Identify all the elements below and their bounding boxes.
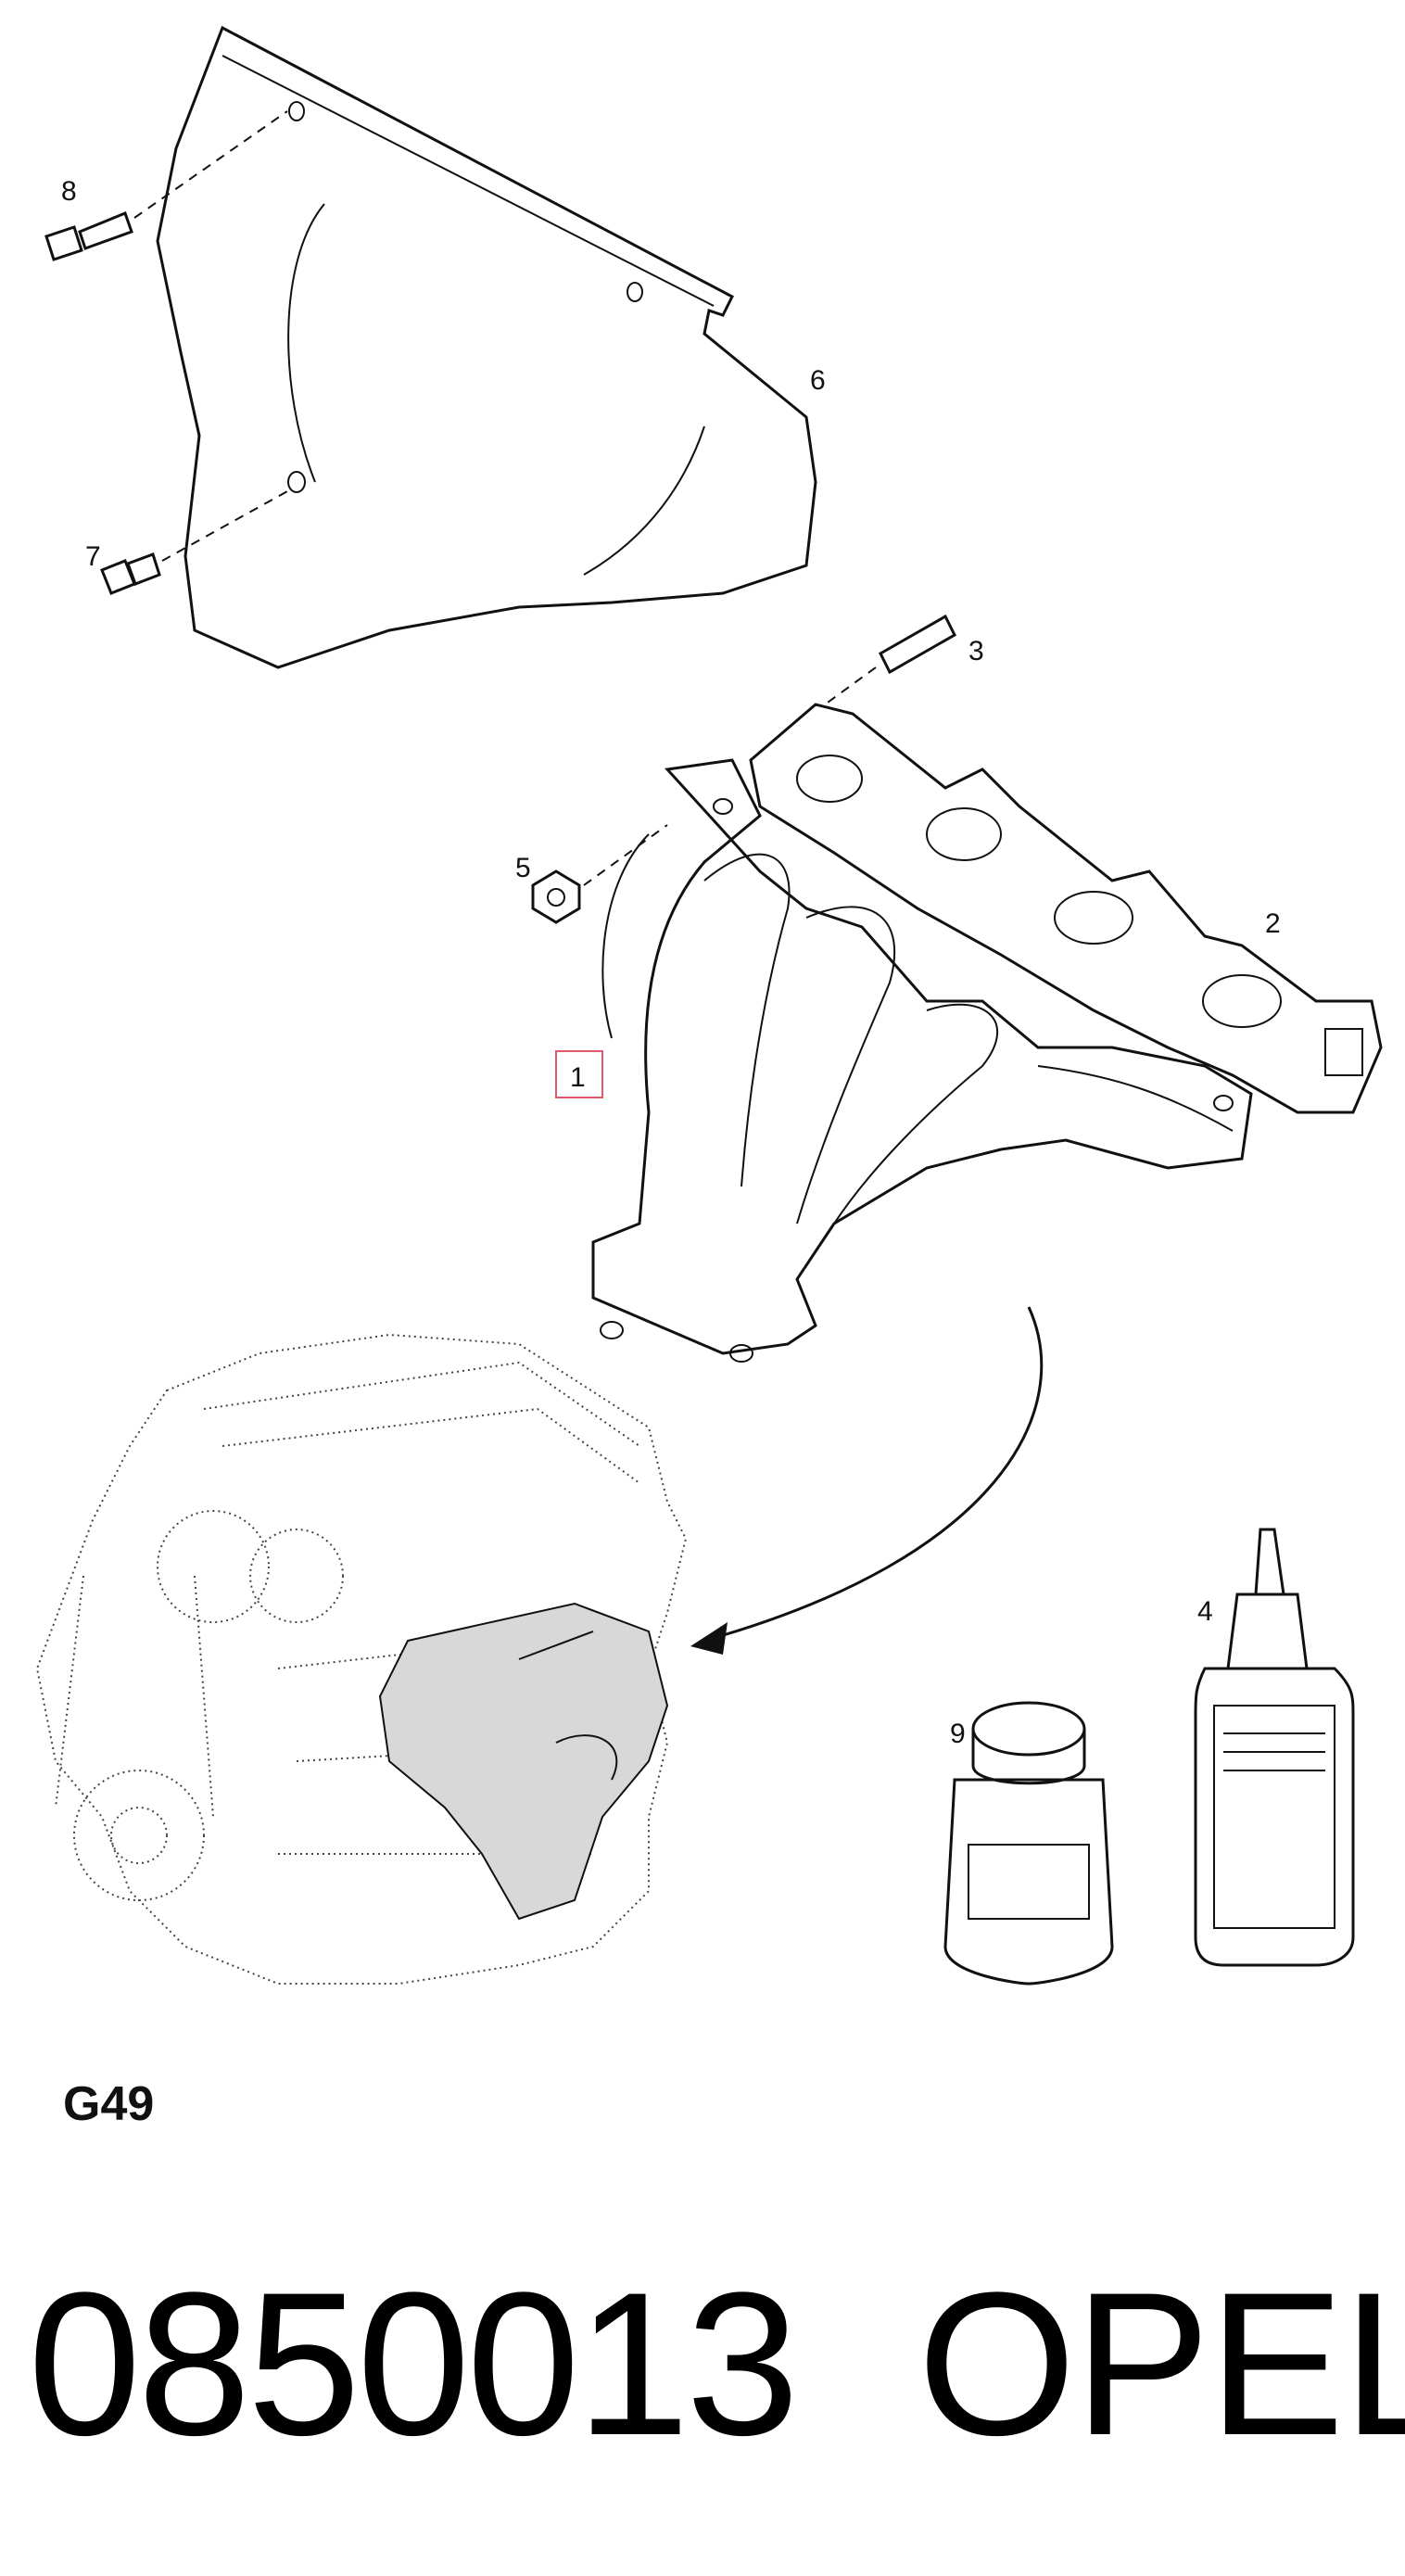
callout-label-2: 2 [1265,908,1281,939]
callout-label-9: 9 [950,1719,966,1749]
callout-label-6: 6 [810,365,826,396]
brand-name: OPEL [918,2250,1405,2478]
nut-part-5 [531,824,668,924]
callout-label-7: 7 [85,541,101,572]
callout-label-3: 3 [968,636,984,666]
part-number: 0850013 [28,2250,799,2478]
callout-label-1: 1 [570,1062,586,1093]
installation-arrow [690,1306,1044,1655]
stud-part-3 [824,614,956,705]
callout-label-8: 8 [61,176,77,207]
compound-jar-part-9 [943,1701,1114,1986]
sealant-bottle-part-4 [1194,1528,1355,1967]
group-code-label: G49 [63,2077,155,2131]
bolt-part-7 [100,490,288,595]
callout-label-5: 5 [515,853,531,883]
heat-shield-part [156,25,817,669]
exhaust-manifold-part [591,758,1253,1363]
callout-label-4: 4 [1197,1596,1213,1627]
gasket-part [749,703,1383,1114]
callout-1-highlight-box [555,1050,603,1098]
bolt-part-8 [44,110,288,261]
engine-assembly-illustration [35,1333,688,1985]
